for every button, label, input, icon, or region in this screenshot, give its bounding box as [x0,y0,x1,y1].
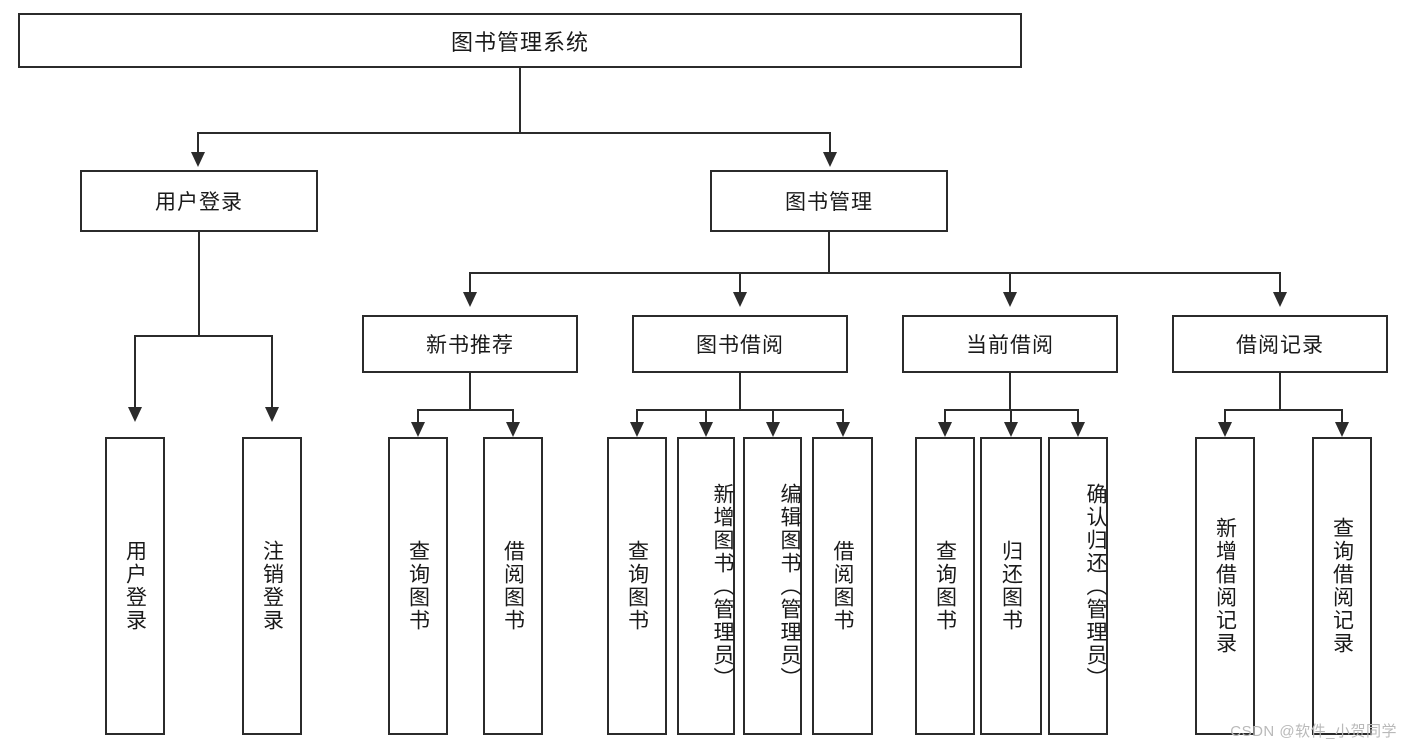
edge-level2-bus [197,132,831,134]
edge-to-book-manage [829,132,831,152]
arrow-leaf-confirm-return-admin [1071,422,1085,437]
node-leaf-borrow-book[interactable]: 借阅图书 [812,437,873,735]
edge-root-trunk [519,68,521,132]
arrow-leaf-query-book [630,422,644,437]
node-new-book-recommend[interactable]: 新书推荐 [362,315,578,373]
node-root-system[interactable]: 图书管理系统 [18,13,1022,68]
edge-record-bus [1224,409,1342,411]
arrow-user-login [191,152,205,167]
edge-to-book-borrow [739,272,741,292]
edge-to-user-login [197,132,199,152]
edge-level3-bus [469,272,1281,274]
node-leaf-add-book-admin[interactable]: 新增图书（管理员） [677,437,735,735]
edge-to-current-borrow [1009,272,1011,292]
arrow-leaf-logout [265,407,279,422]
edge-user-login-bus [134,335,272,337]
edge-borrow-c3 [772,409,774,422]
arrow-leaf-return-book [1004,422,1018,437]
arrow-book-borrow [733,292,747,307]
edge-recommend-bus [417,409,513,411]
edge-to-borrow-record [1279,272,1281,292]
node-leaf-query-book-current[interactable]: 查询图书 [915,437,975,735]
node-leaf-user-login[interactable]: 用户登录 [105,437,165,735]
arrow-book-manage [823,152,837,167]
edge-recommend-trunk [469,373,471,409]
edge-record-trunk [1279,373,1281,409]
node-leaf-edit-book-admin[interactable]: 编辑图书（管理员） [743,437,802,735]
edge-borrow-c1 [636,409,638,422]
arrow-leaf-add-book-admin [699,422,713,437]
edge-recommend-right [512,409,514,422]
edge-borrow-c2 [705,409,707,422]
edge-recommend-left [417,409,419,422]
edge-to-new-book-recommend [469,272,471,292]
node-leaf-logout[interactable]: 注销登录 [242,437,302,735]
edge-record-left [1224,409,1226,422]
arrow-new-book-recommend [463,292,477,307]
edge-current-c3 [1077,409,1079,422]
arrow-current-borrow [1003,292,1017,307]
arrow-leaf-borrow-book [836,422,850,437]
edge-borrow-c4 [842,409,844,422]
arrow-leaf-user-login [128,407,142,422]
node-user-login[interactable]: 用户登录 [80,170,318,232]
node-current-borrow[interactable]: 当前借阅 [902,315,1118,373]
node-leaf-borrow-book-recommend[interactable]: 借阅图书 [483,437,543,735]
node-leaf-query-book-recommend[interactable]: 查询图书 [388,437,448,735]
edge-current-c2 [1010,409,1012,422]
edge-current-trunk [1009,373,1011,409]
node-leaf-query-book[interactable]: 查询图书 [607,437,667,735]
node-book-manage[interactable]: 图书管理 [710,170,948,232]
edge-user-login-right [271,335,273,407]
edge-borrow-trunk [739,373,741,409]
node-leaf-query-borrow-record[interactable]: 查询借阅记录 [1312,437,1372,735]
edge-user-login-left [134,335,136,407]
edge-book-manage-trunk [828,232,830,272]
node-leaf-add-borrow-record[interactable]: 新增借阅记录 [1195,437,1255,735]
arrow-leaf-query-book-current [938,422,952,437]
arrow-leaf-query-borrow-record [1335,422,1349,437]
arrow-leaf-query-book-recommend [411,422,425,437]
edge-current-c1 [944,409,946,422]
node-leaf-confirm-return-admin[interactable]: 确认归还（管理员） [1048,437,1108,735]
arrow-leaf-edit-book-admin [766,422,780,437]
edge-user-login-trunk [198,232,200,335]
arrow-borrow-record [1273,292,1287,307]
node-leaf-return-book[interactable]: 归还图书 [980,437,1042,735]
node-borrow-record[interactable]: 借阅记录 [1172,315,1388,373]
edge-record-right [1341,409,1343,422]
arrow-leaf-add-borrow-record [1218,422,1232,437]
arrow-leaf-borrow-book-recommend [506,422,520,437]
node-book-borrow[interactable]: 图书借阅 [632,315,848,373]
edge-borrow-bus [636,409,843,411]
